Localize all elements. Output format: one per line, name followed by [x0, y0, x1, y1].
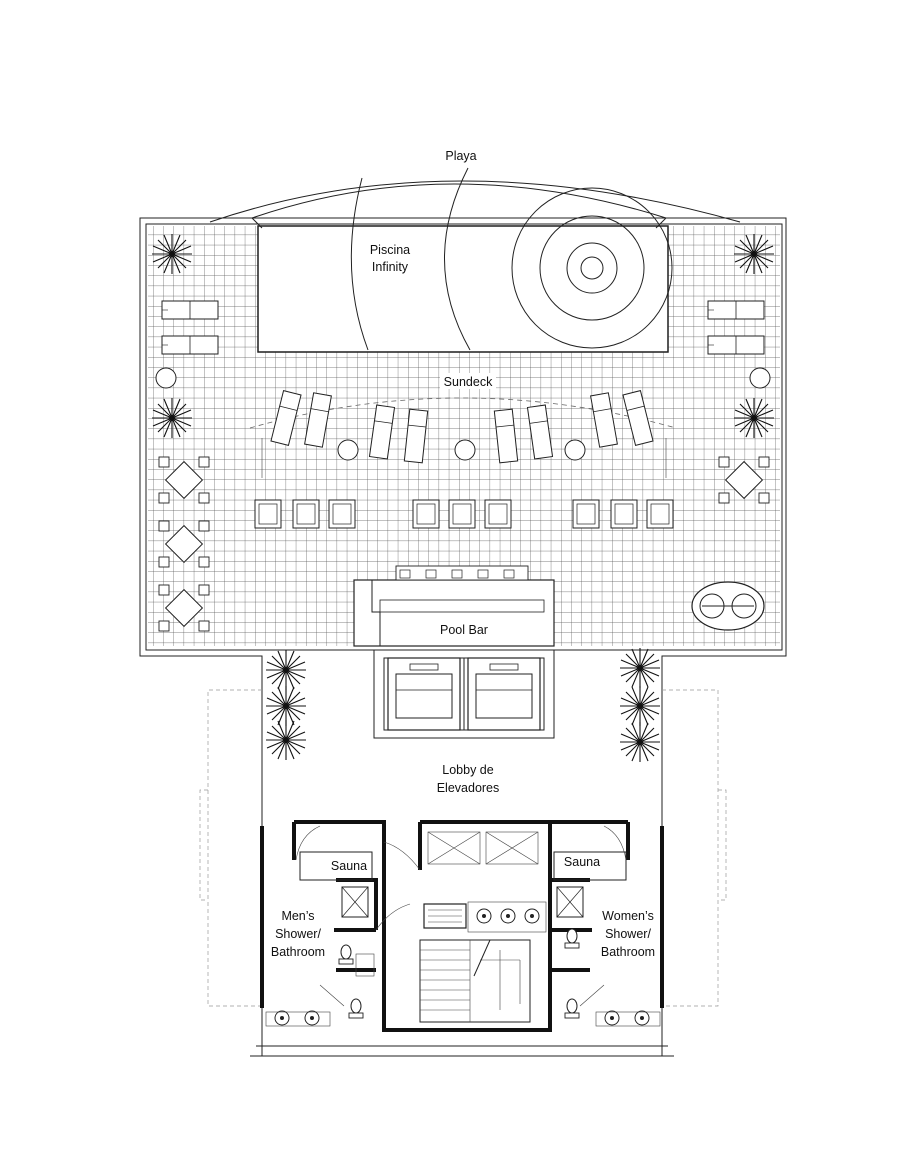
balcony-outline-left	[199, 789, 208, 901]
core-wall	[418, 820, 550, 870]
lobby-label-line1: Lobby de	[442, 763, 493, 777]
palm-tree-icon	[733, 397, 775, 439]
beach-edge-arc	[209, 180, 741, 223]
door-swing	[383, 841, 421, 871]
armchair-icon	[412, 499, 440, 529]
shower-icon	[556, 886, 584, 918]
side-table-icon	[454, 439, 476, 461]
jacuzzi-icon	[691, 581, 765, 631]
womens-bathroom-label-line1: Women’s	[602, 909, 654, 923]
armchair-icon	[254, 499, 282, 529]
armchair-icon	[292, 499, 320, 529]
balcony-outline-right	[662, 689, 719, 1007]
balcony-outline-right	[718, 789, 727, 901]
lounge-chair-icon	[161, 335, 219, 355]
lounge-chair-icon	[707, 335, 765, 355]
sundeck-edge	[261, 438, 667, 478]
armchair-icon	[572, 499, 600, 529]
door-swing	[375, 903, 411, 931]
sink-icon	[634, 1010, 650, 1026]
armchair-icon	[646, 499, 674, 529]
cafe-table-icon	[158, 520, 210, 568]
palm-tree-icon	[151, 233, 193, 275]
pool-label-line2: Infinity	[372, 260, 409, 274]
palm-tree-icon	[619, 685, 661, 727]
pool-curve	[444, 167, 471, 351]
mens-bathroom-label-line2: Shower/	[275, 927, 321, 941]
sauna-men-label: Sauna	[331, 859, 367, 873]
pool-arc	[251, 183, 667, 219]
sink-icon	[274, 1010, 290, 1026]
side-table-icon	[337, 439, 359, 461]
elevator-core	[373, 649, 555, 739]
sink-icon	[304, 1010, 320, 1026]
sink-icon	[476, 908, 492, 924]
palm-tree-icon	[265, 719, 307, 761]
sauna-room-women	[553, 851, 627, 881]
door-swing	[319, 984, 605, 1007]
cafe-table-icon	[718, 456, 770, 504]
closet-hatch	[427, 831, 539, 865]
sink-icon	[604, 1010, 620, 1026]
shower-icon	[341, 886, 369, 918]
equipment-grille	[428, 909, 462, 923]
pool-label-line1: Piscina	[370, 243, 410, 257]
vanity-counter	[595, 1011, 661, 1027]
infinity-pool	[257, 225, 669, 353]
elevator-icon	[467, 657, 541, 731]
wall	[292, 822, 630, 860]
sauna-women-label: Sauna	[564, 855, 600, 869]
vanity-counter	[265, 1011, 331, 1027]
mens-bathroom-label-line1: Men’s	[281, 909, 314, 923]
service-counter	[467, 901, 547, 933]
sundeck-label: Sundeck	[444, 375, 493, 389]
pool-bar-label: Pool Bar	[440, 623, 488, 637]
lounge-chair-icon	[161, 300, 219, 320]
storage	[355, 953, 375, 977]
sauna-room-men	[299, 851, 373, 881]
closet	[485, 831, 539, 865]
closet	[427, 831, 481, 865]
armchair-icon	[484, 499, 512, 529]
pool-edge	[257, 225, 669, 353]
sink-icon	[524, 908, 540, 924]
pool-fountain	[511, 187, 673, 349]
armchair-icon	[448, 499, 476, 529]
armchair-icon	[328, 499, 356, 529]
elevator-icon	[387, 657, 461, 731]
door-swing	[603, 825, 627, 861]
door-swing	[295, 825, 321, 861]
palm-tree-icon	[265, 649, 307, 691]
sink-icon	[500, 908, 516, 924]
side-table-icon	[564, 439, 586, 461]
womens-bathroom-label-line3: Bathroom	[601, 945, 655, 959]
lobby-label-line2: Elevadores	[437, 781, 500, 795]
palm-tree-icon	[619, 721, 661, 763]
beach-label: Playa	[445, 149, 476, 163]
palm-tree-icon	[733, 233, 775, 275]
mens-bathroom-label-line3: Bathroom	[271, 945, 325, 959]
staircase	[419, 939, 531, 1023]
pool-bar-label-bg	[432, 620, 496, 638]
cafe-table-icon	[158, 584, 210, 632]
side-table-icon	[749, 367, 771, 389]
toilet-icon	[348, 998, 364, 1019]
pool-curve	[350, 177, 369, 351]
side-table-icon	[155, 367, 177, 389]
toilet-icon	[564, 998, 580, 1019]
sundeck-arc	[249, 397, 677, 429]
lounge-chair-icon	[707, 300, 765, 320]
sundeck-label-bg	[440, 373, 496, 389]
toilet-icon	[338, 944, 354, 965]
core-wall	[294, 820, 628, 1032]
cafe-table-icon	[158, 456, 210, 504]
palm-tree-icon	[619, 647, 661, 689]
balcony-outline-left	[207, 689, 262, 1007]
womens-bathroom-label-line2: Shower/	[605, 927, 651, 941]
armchair-icon	[610, 499, 638, 529]
palm-tree-icon	[151, 397, 193, 439]
